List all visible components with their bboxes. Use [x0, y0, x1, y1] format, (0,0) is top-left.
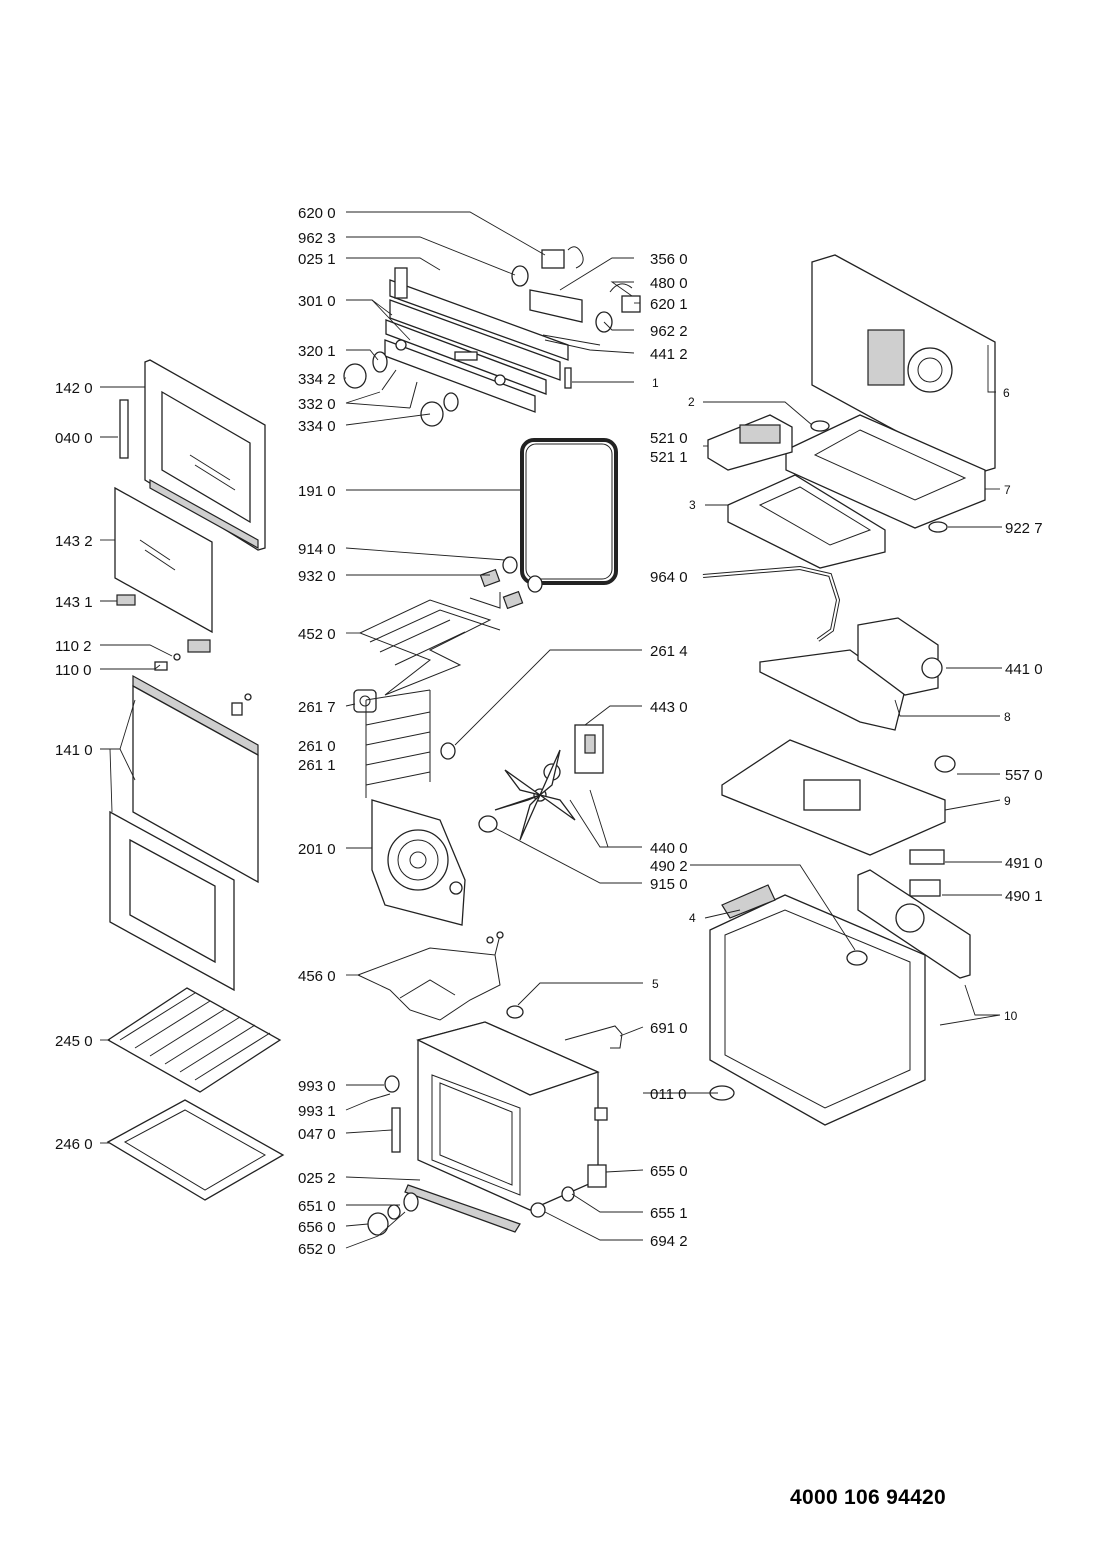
- part-label: 5: [652, 977, 659, 991]
- knobs-drawing: [343, 351, 459, 427]
- fan-motor-drawing: [478, 724, 604, 841]
- grill-element-drawing: [358, 556, 543, 696]
- cooling-duct-plate-drawing: [727, 474, 886, 569]
- top-electrical-parts-drawing: [511, 246, 641, 346]
- part-label: 011 0: [650, 1086, 686, 1103]
- top-plate-drawing: [785, 414, 986, 533]
- part-label: 964 0: [650, 569, 688, 586]
- part-label: 320 1: [298, 343, 336, 360]
- part-label: 490 2: [650, 858, 688, 875]
- part-label: 6: [1003, 386, 1010, 400]
- part-label: 110 2: [55, 638, 91, 655]
- part-label: 025 1: [298, 251, 336, 268]
- part-label: 491 0: [1005, 855, 1043, 872]
- part-label: 620 0: [298, 205, 336, 222]
- outer-door-glass-drawing: [109, 661, 259, 992]
- part-label: 3: [689, 498, 696, 512]
- part-label: 655 1: [650, 1205, 688, 1222]
- part-label: 932 0: [298, 568, 336, 585]
- part-label: 2: [688, 395, 695, 409]
- back-panel-drawing: [811, 254, 996, 475]
- part-label: 656 0: [298, 1219, 336, 1236]
- oven-cavity-drawing: [369, 1005, 623, 1233]
- part-label: 440 0: [650, 840, 688, 857]
- document-number: 4000 106 94420: [790, 1486, 947, 1509]
- part-label: 143 1: [55, 594, 93, 611]
- part-label: 261 0: [298, 738, 336, 755]
- part-label: 261 4: [650, 643, 688, 660]
- part-label: 143 2: [55, 533, 93, 550]
- inner-glass-drawing: [114, 486, 213, 661]
- part-label: 334 2: [298, 371, 336, 388]
- part-label: 1: [652, 376, 659, 390]
- side-racks-drawing: [353, 689, 456, 798]
- baking-tray-drawing: [106, 1099, 285, 1201]
- control-panel-drawing: [384, 267, 572, 413]
- part-label: 8: [1004, 710, 1011, 724]
- fan-cover-drawing: [371, 799, 466, 926]
- part-label: 652 0: [298, 1241, 336, 1258]
- wire-drawing: [702, 565, 841, 642]
- lower-element-drawing: [357, 931, 504, 1021]
- part-label: 261 7: [298, 699, 336, 716]
- part-label: 025 2: [298, 1170, 336, 1187]
- door-frame-drawing: [119, 359, 266, 551]
- part-label: 356 0: [650, 251, 688, 268]
- part-label: 490 1: [1005, 888, 1043, 905]
- part-label: 246 0: [55, 1136, 93, 1153]
- fan-housing-drawing: [759, 617, 943, 731]
- bottom-knob-drawing: [367, 1192, 419, 1236]
- part-label: 7: [1004, 483, 1011, 497]
- part-label: 245 0: [55, 1033, 93, 1050]
- part-label: 691 0: [650, 1020, 688, 1037]
- part-label: 261 1: [298, 757, 336, 774]
- part-label: 332 0: [298, 396, 336, 413]
- part-label: 914 0: [298, 541, 336, 558]
- part-label: 480 0: [650, 275, 688, 292]
- part-label: 651 0: [298, 1198, 336, 1215]
- part-label: 441 0: [1005, 661, 1043, 678]
- part-label: 142 0: [55, 380, 93, 397]
- part-label: 915 0: [650, 876, 688, 893]
- part-labels: 620 0 962 3 025 1 301 0 320 1 334 2 332 …: [55, 205, 1043, 1258]
- part-label: 521 1: [650, 449, 688, 466]
- part-label: 962 3: [298, 230, 336, 247]
- part-label: 334 0: [298, 418, 336, 435]
- door-seal-drawing: [520, 438, 618, 585]
- outer-casing-drawing: [709, 884, 926, 1126]
- part-label: 993 0: [298, 1078, 336, 1095]
- part-label: 301 0: [298, 293, 336, 310]
- part-label: 201 0: [298, 841, 336, 858]
- part-label: 441 2: [650, 346, 688, 363]
- part-label: 620 1: [650, 296, 688, 313]
- part-label: 456 0: [298, 968, 336, 985]
- part-label: 452 0: [298, 626, 336, 643]
- part-label: 191 0: [298, 483, 336, 500]
- part-label: 141 0: [55, 742, 93, 759]
- part-label: 993 1: [298, 1103, 336, 1120]
- part-label: 521 0: [650, 430, 688, 447]
- part-label: 557 0: [1005, 767, 1043, 784]
- part-label: 047 0: [298, 1126, 336, 1143]
- part-label: 962 2: [650, 323, 688, 340]
- power-board-drawing: [707, 414, 793, 471]
- part-label: 040 0: [55, 430, 93, 447]
- part-label: 443 0: [650, 699, 688, 716]
- part-label: 110 0: [55, 662, 91, 679]
- rear-electronics-drawing: [857, 849, 971, 979]
- part-label: 655 0: [650, 1163, 688, 1180]
- part-label: 10: [1004, 1009, 1018, 1023]
- leader-lines: [100, 211, 1002, 1249]
- part-label: 4: [689, 911, 696, 925]
- part-label: 694 2: [650, 1233, 688, 1250]
- fan-tray-drawing: [721, 739, 956, 856]
- oven-rack-drawing: [106, 987, 282, 1093]
- part-label: 922 7: [1005, 520, 1043, 537]
- part-label: 9: [1004, 794, 1011, 808]
